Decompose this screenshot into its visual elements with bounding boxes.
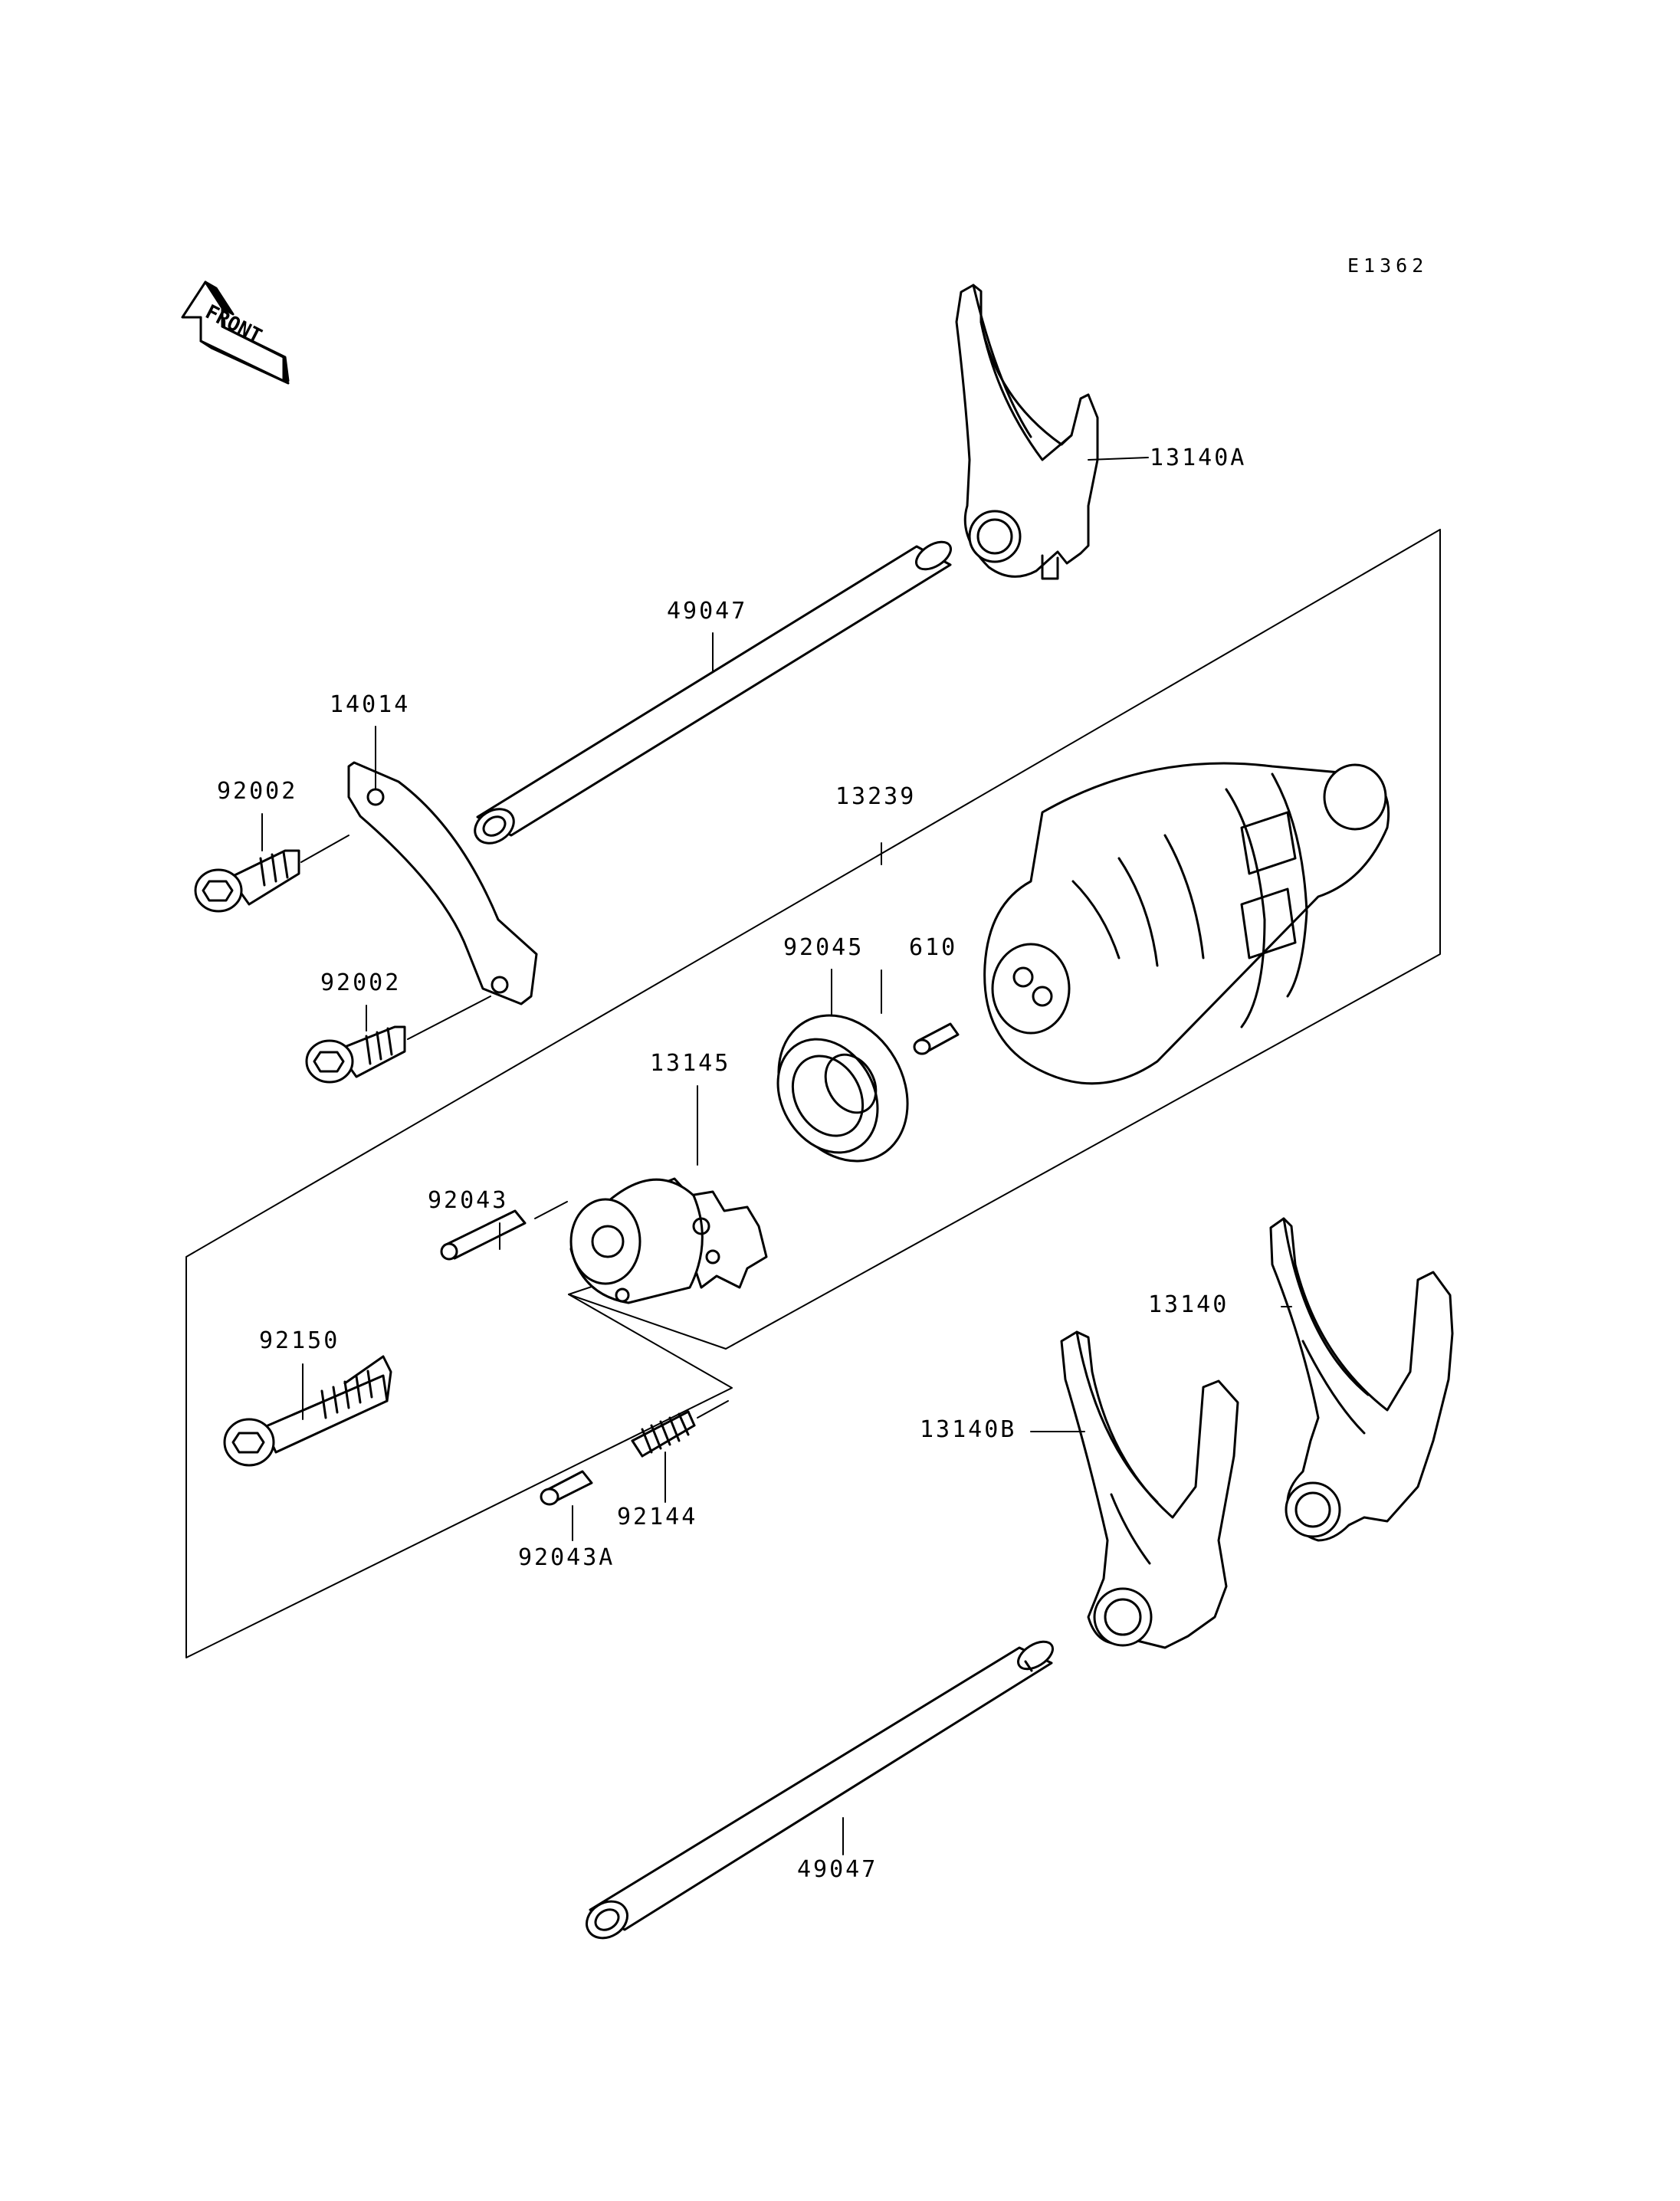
assembly-outline [185,529,1441,1658]
drum-holder-shape [569,1177,768,1304]
shift-fork-b [1060,1330,1239,1649]
part-label-13140a: 13140A [1150,444,1247,471]
pin-610-shape [913,1022,960,1055]
shift-fork-a [955,284,1099,580]
bolt-92150-shape [223,1355,392,1467]
part-label-92043a: 92043A [518,1544,615,1571]
part-label-92043: 92043 [428,1187,509,1214]
part-label-92150: 92150 [259,1327,340,1354]
part-label-13140: 13140 [1148,1291,1229,1318]
part-label-92002-bottom: 92002 [320,969,402,996]
part-label-92144: 92144 [617,1504,698,1530]
diagram-code: E1362 [1347,254,1429,277]
part-label-49047-bottom: 49047 [797,1856,878,1883]
retainer-plate [347,761,538,1005]
part-label-49047-top: 49047 [667,598,748,625]
assembly-outline-inner [568,1294,727,1350]
part-label-13239: 13239 [835,783,917,810]
part-label-13145: 13145 [650,1050,731,1077]
part-label-92045: 92045 [783,934,865,961]
part-label-14014: 14014 [330,691,411,718]
shift-shaft-bottom [586,1640,1054,1940]
shift-drum [983,762,1390,1085]
part-label-610: 610 [909,934,958,961]
spring-shape [631,1410,696,1458]
bolt-2-shape [305,1025,406,1084]
bearing-shape [776,1014,909,1163]
front-arrow-icon: FRONT [181,280,290,385]
part-label-92002-top: 92002 [217,778,298,805]
shift-fork [1269,1217,1454,1542]
leader-lines [261,457,1292,1855]
pin-92043-shape [440,1209,527,1261]
pin-92043a-shape [540,1470,593,1506]
shift-shaft-top [474,540,952,845]
bolt-1-shape [194,849,300,913]
part-label-13140b: 13140B [920,1416,1017,1443]
